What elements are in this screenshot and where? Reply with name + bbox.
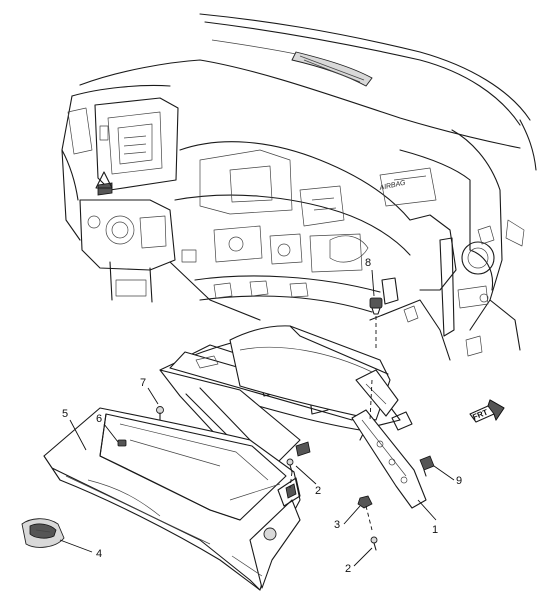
screw-part-2-upper <box>286 458 294 473</box>
forward-arrow-icon: FRT <box>469 399 505 423</box>
bumper-part-9 <box>419 455 435 477</box>
screw-part-2-lower <box>370 536 378 551</box>
nut-part-3 <box>357 495 373 509</box>
glovebox-door <box>43 407 301 591</box>
latch-handle <box>21 518 65 548</box>
callout-8: 8 <box>365 257 371 269</box>
callout-5: 5 <box>62 408 68 420</box>
callout-1: 1 <box>432 524 438 536</box>
callout-3: 3 <box>334 519 340 531</box>
callout-4: 4 <box>96 548 102 560</box>
clip-part-8 <box>369 297 383 315</box>
callout-9: 9 <box>456 475 462 487</box>
pin-part-7 <box>156 406 164 421</box>
leader-lines <box>59 269 455 567</box>
airbag-label: AIRBAG <box>378 179 407 192</box>
clip-part-6 <box>117 439 127 447</box>
instrument-panel: AIRBAG <box>61 13 537 361</box>
callout-6: 6 <box>96 413 102 425</box>
callouts: 8 7 5 6 4 2 3 2 1 9 <box>62 257 462 575</box>
callout-7: 7 <box>140 377 146 389</box>
callout-2-upper: 2 <box>315 485 321 497</box>
glovebox-housing <box>159 325 427 509</box>
callout-2-lower: 2 <box>345 563 351 575</box>
fasteners <box>117 297 435 551</box>
